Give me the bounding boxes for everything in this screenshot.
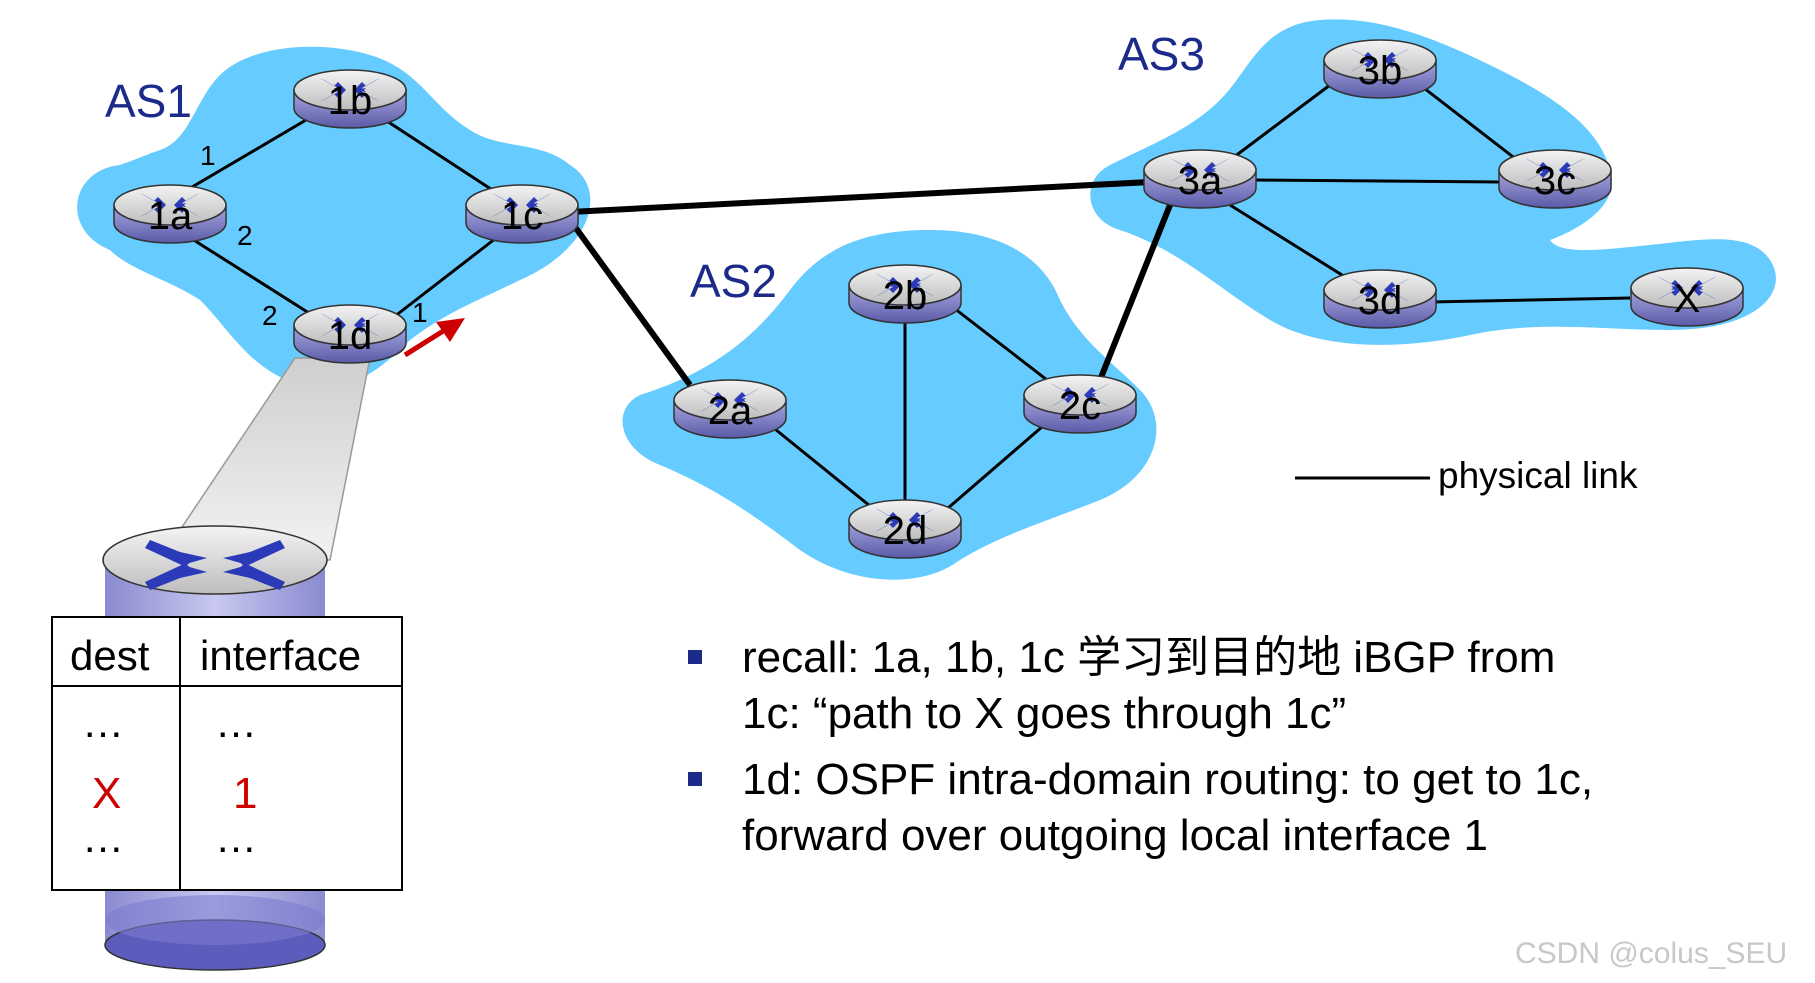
router-label: 1d <box>328 314 373 358</box>
table-header-dest: dest <box>70 632 150 679</box>
link-3a-3b <box>1229 83 1331 162</box>
router-3d: 3d <box>1323 269 1437 329</box>
link-2c-3a <box>1097 203 1173 382</box>
square-bullet-icon <box>688 772 702 786</box>
link-3a-3c <box>1249 178 1501 184</box>
link-1d-1c <box>389 233 501 322</box>
link-2d-2c <box>939 418 1051 517</box>
link-2a-2d <box>769 423 876 512</box>
router-2a: 2a <box>673 379 787 439</box>
router-1a: 1a <box>113 184 227 244</box>
router-1d: 1d <box>293 304 407 364</box>
as2-region <box>622 230 1157 580</box>
intra-as-links <box>169 83 1631 517</box>
router-3b: 3b <box>1323 39 1437 99</box>
table-cell-interface-highlight: 1 <box>233 769 257 818</box>
iface-1d-1c: 1 <box>412 297 428 328</box>
as1-label: AS1 <box>105 75 192 127</box>
link-3d-x <box>1429 296 1631 304</box>
bullet-line: recall: 1a, 1b, 1c 学习到目的地 iBGP from <box>742 633 1556 682</box>
inter-as-links <box>567 179 1173 387</box>
iface-1a-1d: 2 <box>237 220 253 251</box>
legend-label: physical link <box>1438 455 1638 496</box>
forwarding-table: dest interface … … X 1 … … <box>51 616 403 891</box>
router-label: 3c <box>1534 159 1576 203</box>
router-3a: 3a <box>1143 149 1257 209</box>
link-3a-3d <box>1229 203 1351 282</box>
router-label: 2d <box>883 509 928 553</box>
outgoing-interface-arrow-icon <box>403 318 465 358</box>
router-label: 2c <box>1059 384 1101 428</box>
bullet-item: 1d: OSPF intra-domain routing: to get to… <box>680 752 1790 864</box>
router-x: X <box>1630 267 1744 327</box>
router-3c: 3c <box>1498 149 1612 209</box>
bullet-line: 1c: “path to X goes through 1c” <box>742 689 1347 738</box>
as1-region <box>77 46 591 388</box>
link-1b-1c <box>369 108 501 197</box>
table-cell-interface: … <box>215 814 257 861</box>
router-1b: 1b <box>293 69 407 129</box>
routers: 1a 1b 1c 1d 2a 2b 2c 2d 3a 3b 3c 3d X <box>113 39 1744 559</box>
table-cell-dest: … <box>82 814 124 861</box>
router-label: 2a <box>708 389 753 433</box>
link-1c-2a <box>567 218 693 387</box>
bullet-list: recall: 1a, 1b, 1c 学习到目的地 iBGP from 1c: … <box>680 630 1790 874</box>
square-bullet-icon <box>688 650 702 664</box>
link-3b-3c <box>1419 83 1531 172</box>
router-label: 1b <box>328 79 373 123</box>
as2-label: AS2 <box>690 255 777 307</box>
iface-1d-1a: 2 <box>262 300 278 331</box>
router-label: X <box>1674 277 1701 321</box>
router-label: 3a <box>1178 159 1223 203</box>
bullet-item: recall: 1a, 1b, 1c 学习到目的地 iBGP from 1c: … <box>680 630 1790 742</box>
router-2b: 2b <box>848 264 962 324</box>
router-label: 3b <box>1358 49 1403 93</box>
router-label: 1c <box>501 194 543 238</box>
link-1c-3a <box>569 179 1151 215</box>
link-2b-2c <box>949 303 1061 392</box>
as3-label: AS3 <box>1118 28 1205 80</box>
router-2d: 2d <box>848 499 962 559</box>
table-cell-dest: … <box>82 699 124 746</box>
router-2c: 2c <box>1023 374 1137 434</box>
router-label: 2b <box>883 274 928 318</box>
bullet-line: forward over outgoing local interface 1 <box>742 811 1488 860</box>
bullet-line: 1d: OSPF intra-domain routing: to get to… <box>742 755 1594 804</box>
table-cell-interface: … <box>215 699 257 746</box>
router-label: 1a <box>148 194 193 238</box>
watermark: CSDN @colus_SEU <box>1515 937 1787 970</box>
router-label: 3d <box>1358 279 1403 323</box>
router-1c: 1c <box>465 184 579 244</box>
table-header-interface: interface <box>200 632 361 679</box>
legend: physical link <box>1295 455 1638 496</box>
iface-1a-1b: 1 <box>200 140 216 171</box>
table-cell-dest-highlight: X <box>92 769 121 818</box>
